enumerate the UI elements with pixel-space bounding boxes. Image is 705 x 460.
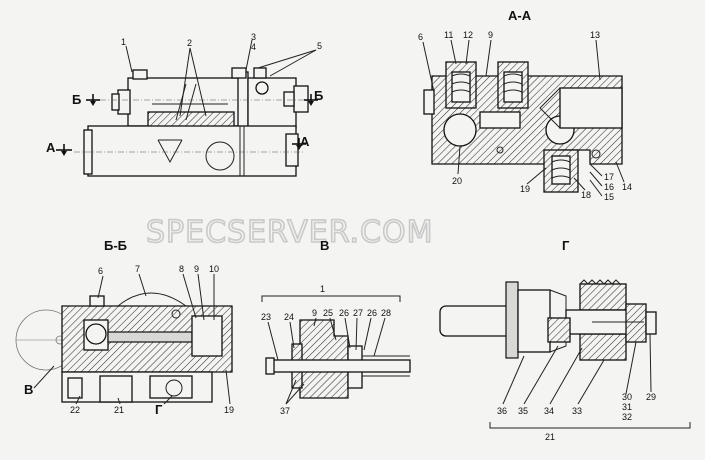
- v-callout-27: 27: [353, 308, 363, 318]
- callout-1: 1: [121, 37, 126, 47]
- aa-callout-13: 13: [590, 30, 600, 40]
- view-g: Г 36 35 34 33 30 31 32 29 21: [439, 238, 691, 442]
- v-callout-26a: 26: [339, 308, 349, 318]
- bb-callout-8: 8: [179, 264, 184, 274]
- section-bb-title: Б-Б: [104, 238, 127, 253]
- aa-callout-20: 20: [452, 176, 462, 186]
- v-callout-23: 23: [261, 312, 271, 322]
- watermark-text: SPECSERVER.COM: [146, 215, 433, 250]
- section-aa-title: А-А: [508, 8, 532, 23]
- aa-callout-17: 17: [604, 172, 614, 182]
- aa-callout-19: 19: [520, 184, 530, 194]
- bb-callout-10: 10: [209, 264, 219, 274]
- callout-5: 5: [317, 41, 322, 51]
- view-v-title: В: [320, 238, 329, 253]
- bb-callout-22: 22: [70, 405, 80, 415]
- v-callout-24: 24: [284, 312, 294, 322]
- view-g-title: Г: [562, 238, 570, 253]
- v-callout-1: 1: [320, 284, 325, 294]
- bb-callout-9: 9: [194, 264, 199, 274]
- section-mark-b-left: Б: [72, 92, 81, 107]
- aa-callout-14: 14: [622, 182, 632, 192]
- bb-callout-6: 6: [98, 266, 103, 276]
- g-callout-32: 32: [622, 412, 632, 422]
- view-v: В 1 23 24 9 25 26 27 26 28 37: [261, 238, 411, 416]
- g-callout-29: 29: [646, 392, 656, 402]
- g-callout-36: 36: [497, 406, 507, 416]
- aa-callout-11: 11: [444, 30, 453, 40]
- v-callout-37: 37: [280, 406, 290, 416]
- aa-callout-18: 18: [581, 190, 591, 200]
- g-callout-33: 33: [572, 406, 582, 416]
- v-callout-25: 25: [323, 308, 333, 318]
- v-callout-9: 9: [312, 308, 317, 318]
- g-callout-30: 30: [622, 392, 632, 402]
- aa-callout-9: 9: [488, 30, 493, 40]
- g-callout-35: 35: [518, 406, 528, 416]
- g-callout-21: 21: [545, 432, 555, 442]
- aa-callout-12: 12: [463, 30, 473, 40]
- bb-callout-19: 19: [224, 405, 234, 415]
- g-callout-34: 34: [544, 406, 554, 416]
- section-bb: Б-Б В Г 6 7 8 9: [15, 238, 234, 417]
- aa-callout-6: 6: [418, 32, 423, 42]
- section-mark-a-left: А: [46, 140, 56, 155]
- aa-callout-16: 16: [604, 182, 614, 192]
- callout-3: 3: [251, 32, 256, 42]
- section-mark-b-right: Б: [314, 88, 323, 103]
- bb-callout-21: 21: [114, 405, 124, 415]
- aa-callout-15: 15: [604, 192, 614, 202]
- v-callout-28: 28: [381, 308, 391, 318]
- callout-4: 4: [251, 42, 256, 52]
- section-aa: А-А 6 11: [418, 8, 632, 202]
- g-callout-31: 31: [622, 402, 632, 412]
- bb-mark-v: В: [24, 382, 33, 397]
- bb-mark-g: Г: [155, 402, 163, 417]
- bb-callout-7: 7: [135, 264, 140, 274]
- section-mark-a-right: А: [300, 134, 310, 149]
- callout-2: 2: [187, 38, 192, 48]
- main-view: 1 2 3 4 5 Б Б А А: [46, 32, 323, 177]
- v-callout-26b: 26: [367, 308, 377, 318]
